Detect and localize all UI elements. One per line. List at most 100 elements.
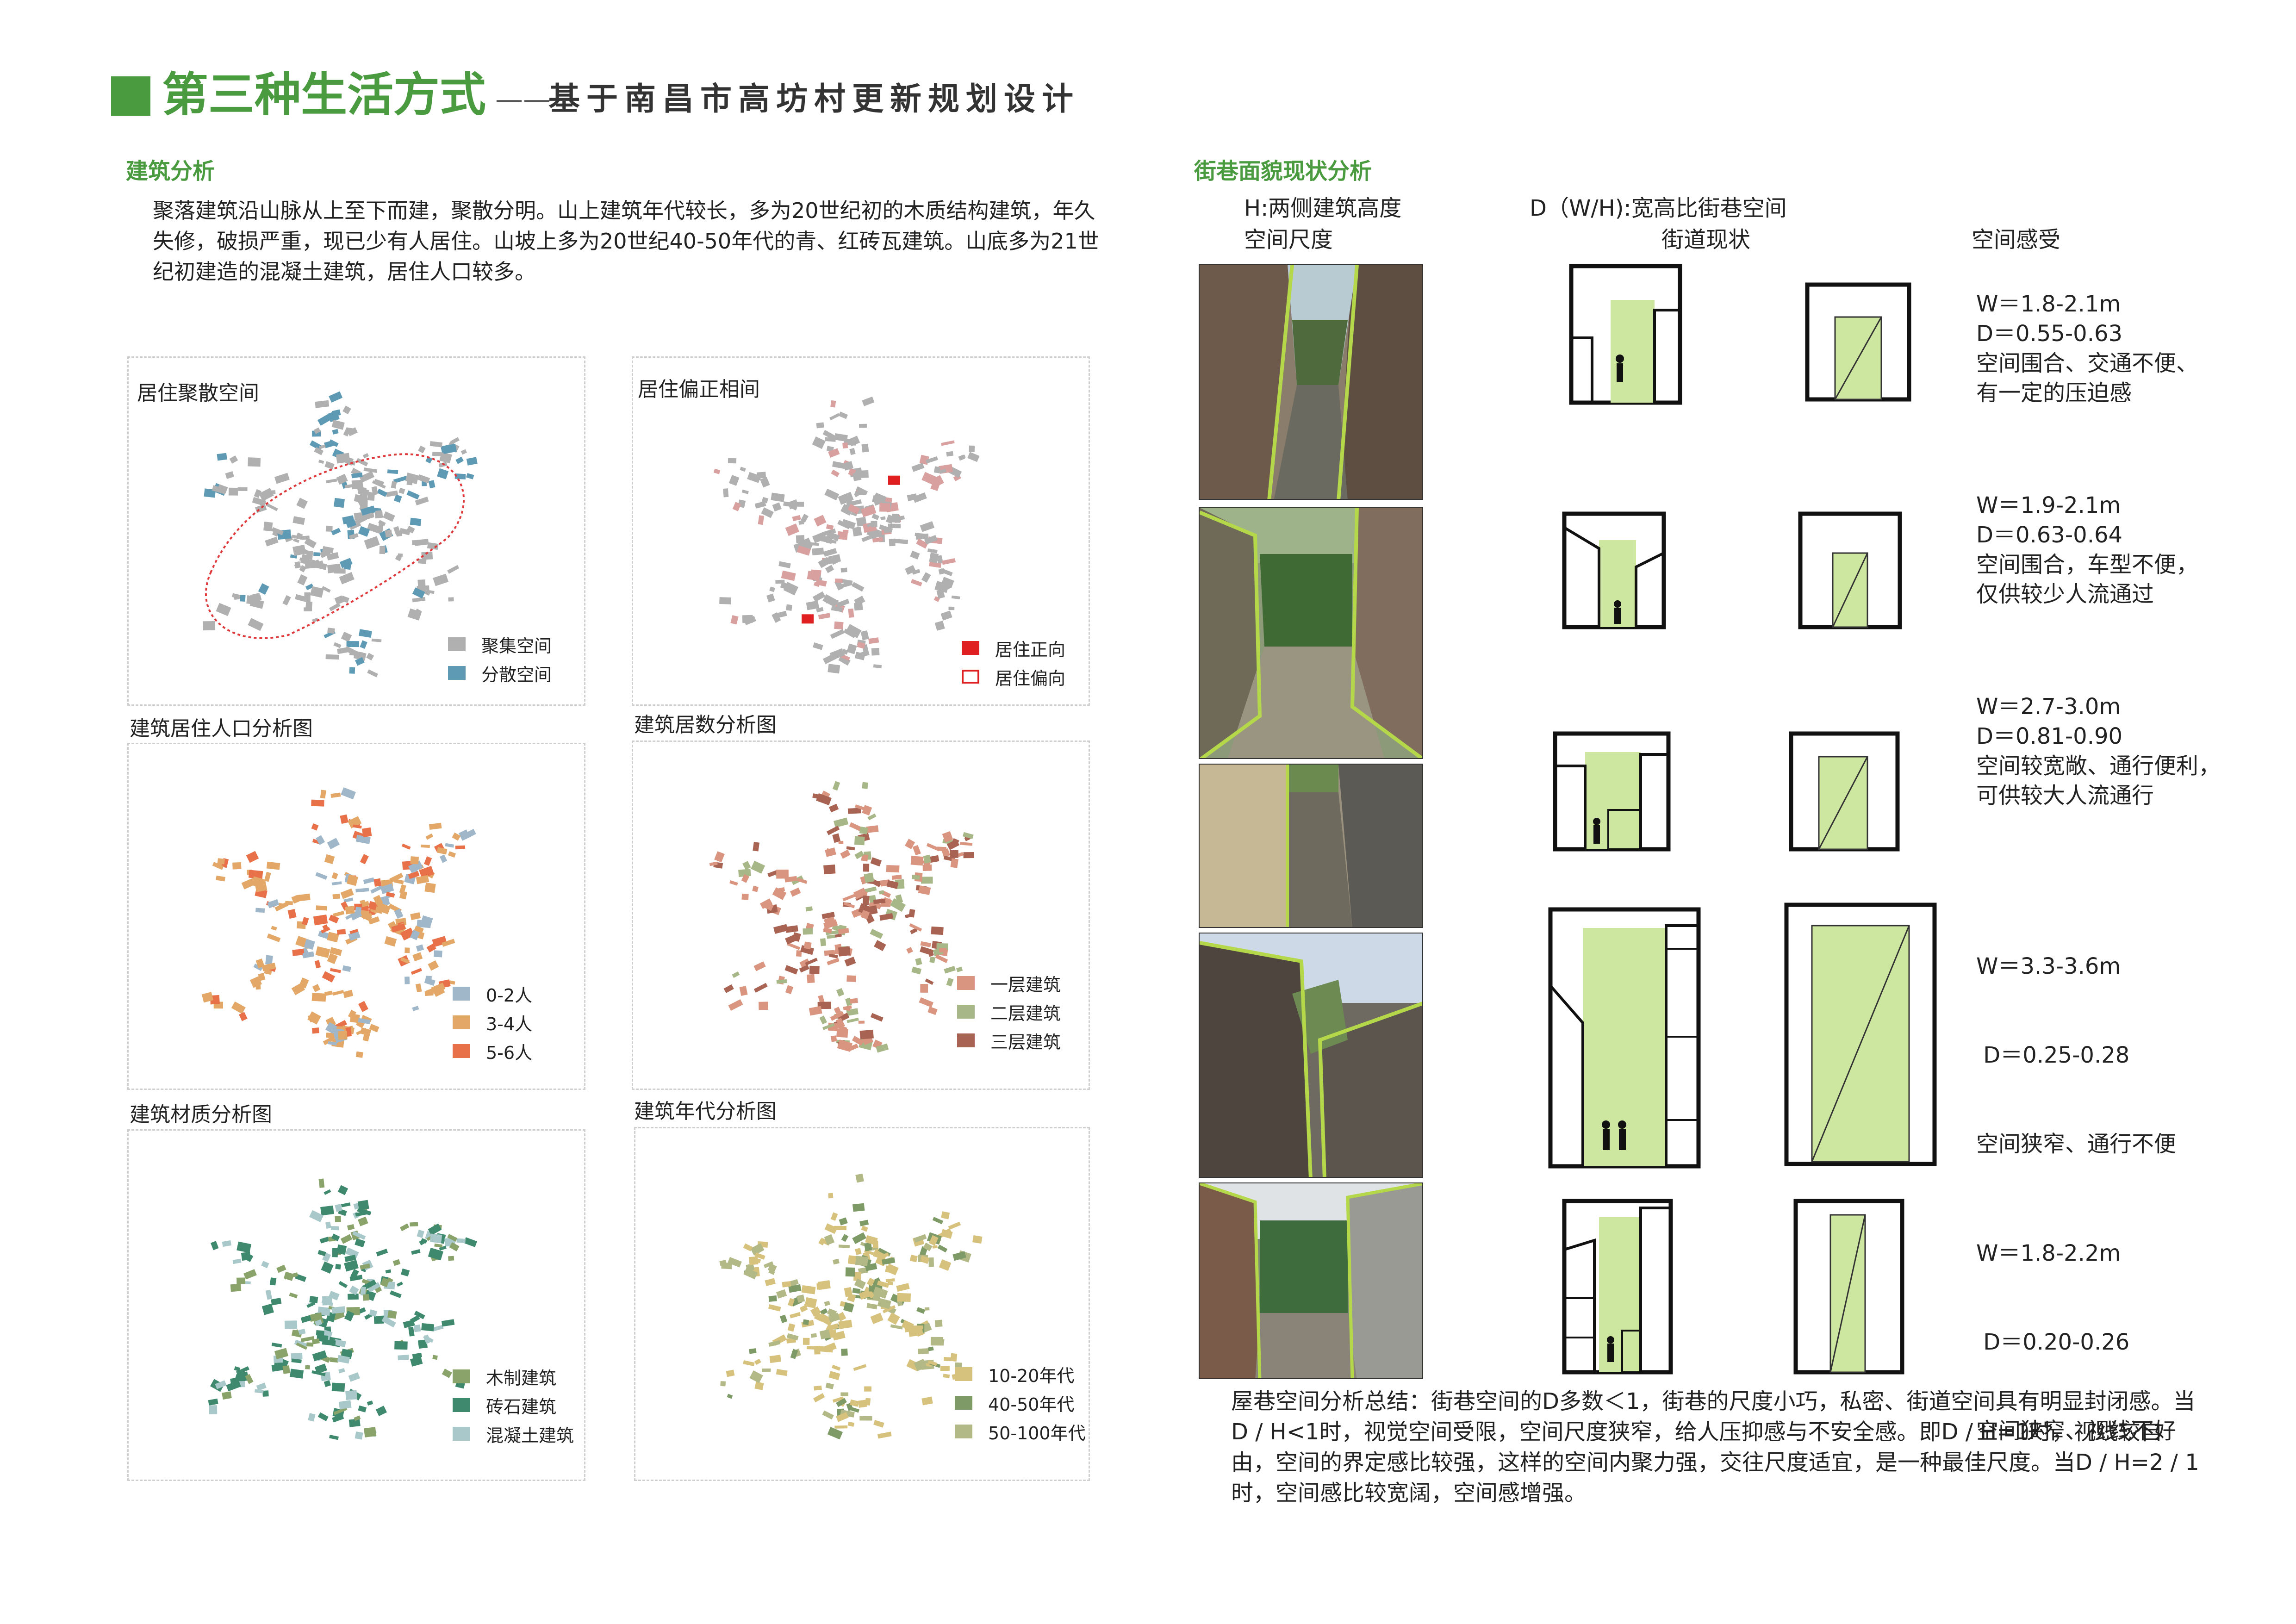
building-footprint xyxy=(924,535,938,545)
building-footprint xyxy=(437,468,449,479)
building-footprint xyxy=(258,972,266,981)
building-footprint xyxy=(787,1323,796,1332)
building-footprint xyxy=(940,568,953,576)
building-footprint xyxy=(874,940,886,952)
building-footprint xyxy=(859,1220,869,1226)
building-footprint xyxy=(813,1393,825,1403)
building-footprint xyxy=(353,651,367,661)
building-footprint xyxy=(447,565,460,574)
building-footprint xyxy=(910,927,918,934)
building-footprint xyxy=(302,535,310,540)
building-footprint xyxy=(829,1323,839,1331)
building-footprint xyxy=(783,501,793,507)
building-footprint xyxy=(758,515,765,525)
building-footprint xyxy=(349,667,355,674)
building-footprint xyxy=(289,1292,298,1299)
legend-swatch-icon xyxy=(957,1033,975,1047)
building-footprint xyxy=(844,957,856,967)
building-footprint xyxy=(232,593,241,599)
building-footprint xyxy=(363,467,378,473)
building-footprint xyxy=(912,569,921,575)
building-footprint xyxy=(854,851,865,859)
building-footprint xyxy=(908,909,915,918)
building-footprint xyxy=(872,537,884,543)
building-footprint xyxy=(321,927,330,933)
building-footprint xyxy=(843,902,855,908)
building-footprint xyxy=(456,1238,466,1244)
building-footprint xyxy=(315,872,328,880)
building-footprint xyxy=(217,858,225,865)
legend-swatch-icon xyxy=(453,1015,470,1029)
building-footprint xyxy=(863,864,870,872)
building-footprint xyxy=(367,669,378,678)
building-footprint xyxy=(946,839,960,850)
building-footprint xyxy=(865,1398,871,1406)
building-footprint xyxy=(320,1205,334,1216)
building-footprint xyxy=(880,1252,889,1259)
building-footprint xyxy=(387,469,398,474)
building-footprint xyxy=(329,391,343,403)
building-footprint xyxy=(886,865,900,873)
building-footprint xyxy=(362,1034,370,1042)
building-footprint xyxy=(387,1310,397,1319)
building-footprint xyxy=(344,1255,356,1262)
building-footprint xyxy=(934,1319,943,1327)
building-footprint xyxy=(449,980,455,985)
building-footprint xyxy=(873,492,887,504)
building-footprint xyxy=(967,452,980,462)
building-footprint xyxy=(776,1289,787,1299)
building-footprint xyxy=(427,542,439,550)
building-footprint xyxy=(946,977,954,987)
building-footprint xyxy=(822,1023,835,1030)
building-footprint xyxy=(373,878,382,887)
building-footprint xyxy=(354,1415,361,1421)
building-footprint xyxy=(337,1185,348,1195)
building-footprint xyxy=(232,862,242,870)
building-footprint xyxy=(351,479,363,490)
building-footprint xyxy=(882,1305,896,1313)
building-footprint xyxy=(772,612,781,623)
building-footprint xyxy=(323,1036,336,1045)
building-footprint xyxy=(255,981,261,990)
legend-swatch-icon xyxy=(448,666,466,680)
building-footprint xyxy=(769,1355,781,1363)
building-footprint xyxy=(730,615,739,625)
building-footprint xyxy=(346,874,358,886)
building-footprint xyxy=(330,1357,339,1363)
building-footprint xyxy=(325,1221,331,1229)
building-footprint xyxy=(333,910,345,917)
map-panel-age: 10-20年代 40-50年代 50-100年代 xyxy=(634,1127,1090,1481)
building-footprint xyxy=(825,1382,834,1389)
building-footprint xyxy=(316,1334,329,1342)
building-footprint xyxy=(862,895,870,905)
building-footprint xyxy=(308,1014,315,1023)
building-footprint xyxy=(767,870,779,877)
building-footprint xyxy=(412,952,423,962)
building-footprint xyxy=(309,1312,323,1322)
building-footprint xyxy=(776,869,789,879)
building-footprint xyxy=(344,1311,355,1322)
building-footprint xyxy=(327,838,340,850)
building-footprint xyxy=(314,447,324,455)
building-footprint xyxy=(859,1416,872,1421)
building-footprint xyxy=(315,1319,323,1326)
building-footprint xyxy=(844,1007,851,1011)
building-footprint xyxy=(768,1304,781,1312)
age-map xyxy=(719,1173,983,1440)
legend-item: 三层建筑 xyxy=(957,1026,1061,1055)
building-footprint xyxy=(853,1271,861,1281)
building-footprint xyxy=(274,902,289,912)
building-footprint xyxy=(837,1039,852,1052)
building-footprint xyxy=(366,653,374,661)
building-footprint xyxy=(292,1329,300,1336)
building-footprint xyxy=(768,1340,781,1347)
building-footprint xyxy=(792,515,801,522)
building-footprint xyxy=(919,997,933,1008)
building-footprint xyxy=(830,1011,844,1021)
building-footprint xyxy=(390,1290,402,1298)
building-footprint xyxy=(348,1009,356,1019)
building-footprint xyxy=(780,1314,788,1323)
building-footprint xyxy=(796,545,811,556)
building-footprint xyxy=(908,1326,923,1337)
building-footprint xyxy=(232,1258,242,1264)
